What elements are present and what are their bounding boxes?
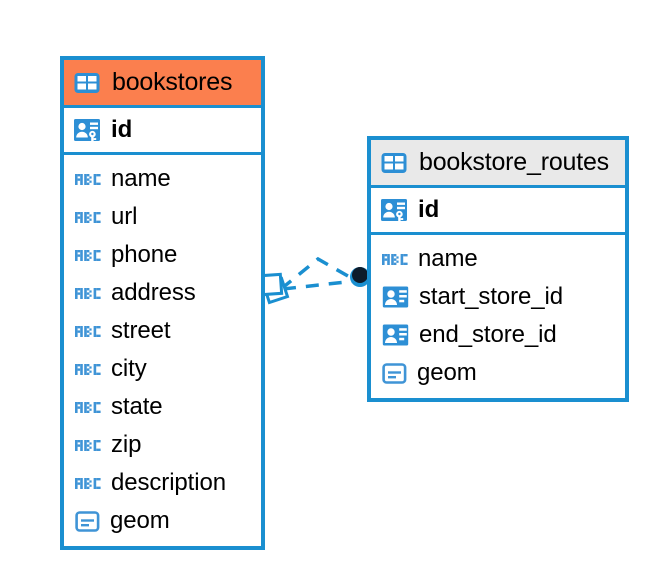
entity-title: bookstores — [112, 68, 233, 96]
text-type-icon — [75, 323, 101, 340]
entity-header-bookstore-routes[interactable]: bookstore_routes — [371, 140, 625, 188]
table-icon — [380, 151, 408, 175]
field-list-bookstores: name u — [64, 155, 261, 546]
field-row[interactable]: end_store_id — [371, 316, 625, 354]
field-label: geom — [110, 507, 170, 534]
primary-key-row-bookstore-routes[interactable]: id — [371, 188, 625, 235]
field-row[interactable]: state — [64, 388, 261, 426]
text-type-icon — [75, 475, 101, 492]
text-type-icon — [75, 285, 101, 302]
field-label: zip — [111, 431, 142, 458]
entity-header-bookstores[interactable]: bookstores — [64, 60, 261, 108]
crows-foot-diamond-icon — [259, 272, 290, 305]
field-label: description — [111, 469, 226, 496]
field-row[interactable]: url — [64, 198, 261, 236]
field-row[interactable]: start_store_id — [371, 278, 625, 316]
field-label: end_store_id — [419, 321, 557, 348]
field-list-bookstore-routes: name start_store_id — [371, 235, 625, 398]
relationship-line-upper — [279, 256, 356, 291]
primary-key-label: id — [418, 196, 440, 223]
field-row[interactable]: description — [64, 464, 261, 502]
field-label: url — [111, 203, 138, 230]
relationship-line-lower — [282, 279, 356, 291]
field-label: name — [111, 165, 171, 192]
foreign-key-icon — [382, 323, 409, 347]
text-type-icon — [75, 437, 101, 454]
field-row[interactable]: phone — [64, 236, 261, 274]
entity-bookstores[interactable]: bookstores id — [60, 56, 265, 550]
field-label: city — [111, 355, 147, 382]
field-row[interactable]: zip — [64, 426, 261, 464]
field-label: state — [111, 393, 163, 420]
field-row[interactable]: street — [64, 312, 261, 350]
field-row[interactable]: geom — [371, 354, 625, 392]
text-type-icon — [75, 171, 101, 188]
field-label: start_store_id — [419, 283, 564, 310]
primary-key-icon — [73, 117, 101, 144]
field-row[interactable]: geom — [64, 502, 261, 540]
field-label: street — [111, 317, 171, 344]
field-label: name — [418, 245, 478, 272]
geometry-type-icon — [75, 509, 100, 534]
text-type-icon — [75, 247, 101, 264]
foreign-key-icon — [382, 285, 409, 309]
geometry-type-icon — [382, 361, 407, 386]
text-type-icon — [75, 399, 101, 416]
text-type-icon — [75, 209, 101, 226]
text-type-icon — [75, 361, 101, 378]
field-row[interactable]: name — [371, 240, 625, 278]
entity-title: bookstore_routes — [419, 148, 609, 176]
field-row[interactable]: city — [64, 350, 261, 388]
field-label: address — [111, 279, 196, 306]
field-row[interactable]: address — [64, 274, 261, 312]
primary-key-row-bookstores[interactable]: id — [64, 108, 261, 155]
text-type-icon — [382, 251, 408, 268]
field-label: phone — [111, 241, 178, 268]
field-label: geom — [417, 359, 477, 386]
entity-bookstore-routes[interactable]: bookstore_routes id — [367, 136, 629, 402]
field-row[interactable]: name — [64, 160, 261, 198]
primary-key-label: id — [111, 116, 133, 143]
table-icon — [73, 71, 101, 95]
primary-key-icon — [380, 197, 408, 224]
